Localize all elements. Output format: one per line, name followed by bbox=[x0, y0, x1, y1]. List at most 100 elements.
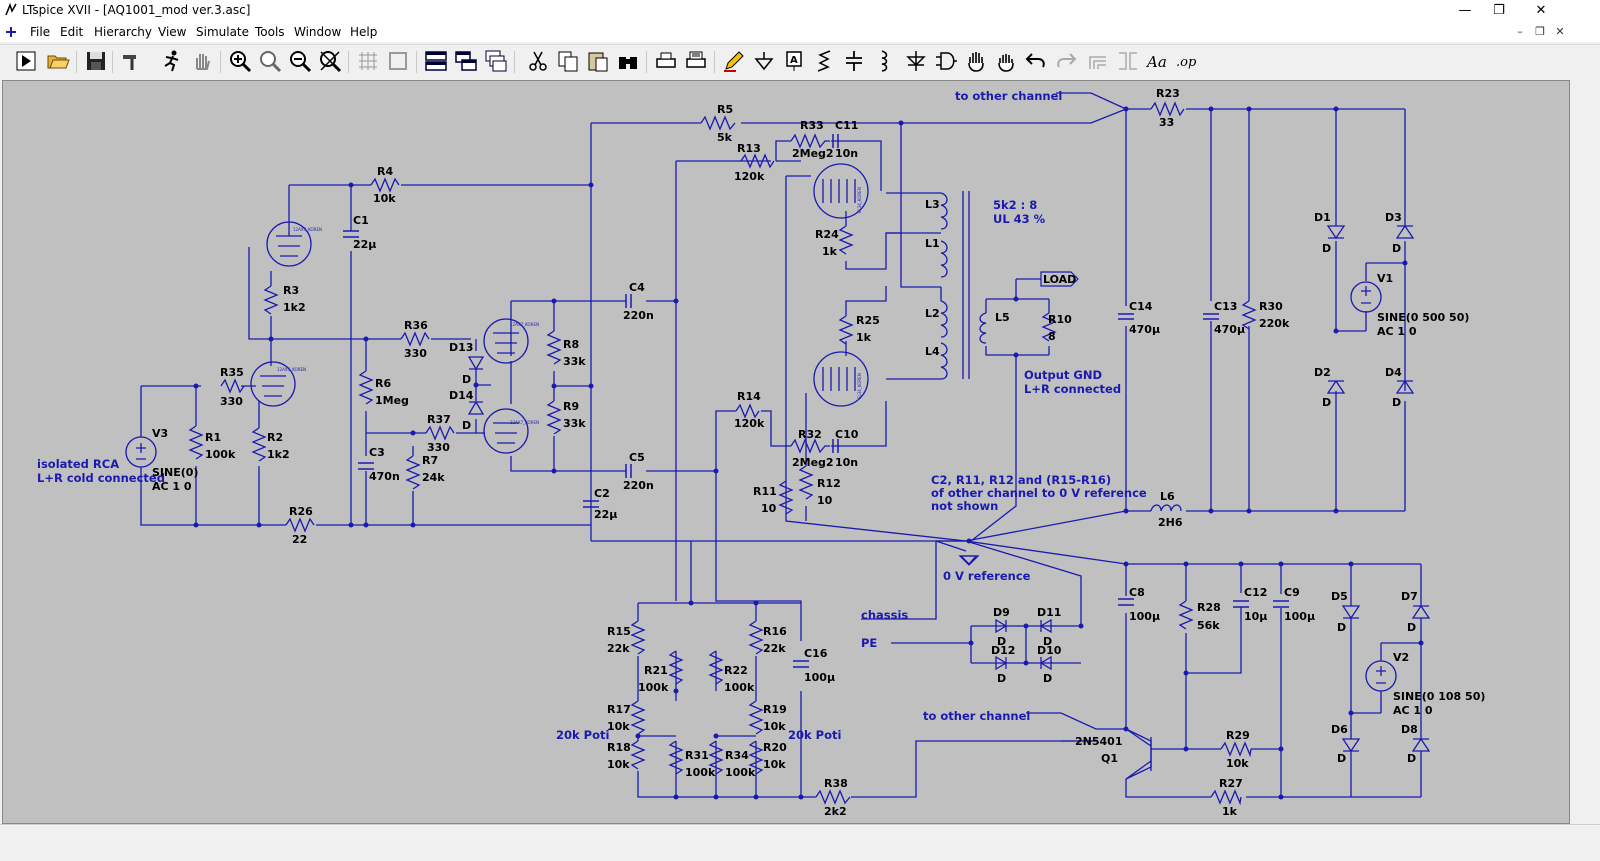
rotate-button[interactable] bbox=[1086, 49, 1110, 73]
svg-text:C13: C13 bbox=[1214, 300, 1237, 313]
mdi-minimize-button[interactable]: – bbox=[1517, 25, 1523, 38]
menu-edit[interactable]: Edit bbox=[60, 25, 84, 39]
svg-text:2k2: 2k2 bbox=[824, 805, 847, 818]
restore-button[interactable]: ❐ bbox=[1493, 3, 1505, 18]
schematic-canvas[interactable]: 12AX7_KOREN 12AX7_KOREN 12AX7_KOREN 12AX… bbox=[2, 80, 1570, 824]
title-bar: LTspice XVII - [AQ1001_mod ver.3.asc] — … bbox=[0, 0, 1600, 22]
menu-hierarchy[interactable]: Hierarchy bbox=[94, 25, 153, 39]
print-button[interactable] bbox=[654, 49, 678, 73]
ground-button[interactable] bbox=[752, 49, 776, 73]
resistor-button[interactable] bbox=[812, 49, 836, 73]
mdi-restore-button[interactable]: ❐ bbox=[1535, 25, 1545, 38]
svg-text:R32: R32 bbox=[798, 428, 822, 441]
svg-text:12AX7_KOREN: 12AX7_KOREN bbox=[293, 227, 322, 232]
svg-text:470µ: 470µ bbox=[1214, 323, 1245, 336]
svg-text:22k: 22k bbox=[607, 642, 630, 655]
svg-text:R12: R12 bbox=[817, 477, 841, 490]
menu-tools[interactable]: Tools bbox=[255, 25, 285, 39]
transistor-symbol bbox=[1125, 728, 1156, 780]
svg-text:1k2: 1k2 bbox=[267, 448, 290, 461]
run-button[interactable] bbox=[14, 49, 38, 73]
note-not-shown: not shown bbox=[931, 499, 998, 513]
svg-text:120k: 120k bbox=[734, 417, 765, 430]
inductor-button[interactable] bbox=[872, 49, 896, 73]
svg-text:C9: C9 bbox=[1284, 586, 1300, 599]
copy-button[interactable] bbox=[556, 49, 580, 73]
svg-text:10k: 10k bbox=[763, 720, 786, 733]
menu-simulate[interactable]: Simulate bbox=[196, 25, 250, 39]
ground-icon bbox=[754, 52, 774, 71]
paste-button[interactable] bbox=[586, 49, 610, 73]
redo-button[interactable] bbox=[1054, 49, 1078, 73]
svg-text:2Meg2: 2Meg2 bbox=[792, 456, 834, 469]
zoom-in-button[interactable] bbox=[228, 49, 252, 73]
svg-text:330: 330 bbox=[427, 441, 450, 454]
menu-view[interactable]: View bbox=[158, 25, 187, 39]
tile-vertical-button[interactable] bbox=[424, 49, 448, 73]
svg-text:D: D bbox=[1337, 752, 1346, 765]
svg-text:R31: R31 bbox=[685, 749, 709, 762]
spice-directive-button[interactable]: .op bbox=[1176, 49, 1200, 73]
open-button[interactable] bbox=[46, 49, 70, 73]
svg-text:D7: D7 bbox=[1401, 590, 1418, 603]
close-button[interactable]: ✕ bbox=[1535, 3, 1547, 18]
svg-text:AC 1 0: AC 1 0 bbox=[1377, 325, 1417, 338]
svg-text:R19: R19 bbox=[763, 703, 787, 716]
find-button[interactable] bbox=[616, 49, 640, 73]
svg-text:R34: R34 bbox=[725, 749, 749, 762]
svg-text:Aa: Aa bbox=[1146, 53, 1167, 71]
ltspice-app-icon bbox=[5, 3, 17, 16]
note-poti-left: 20k Poti bbox=[556, 728, 609, 742]
menu-window[interactable]: Window bbox=[294, 25, 342, 39]
tile-vertical-icon bbox=[425, 51, 447, 71]
svg-text:C1: C1 bbox=[353, 214, 369, 227]
move-button[interactable] bbox=[964, 49, 988, 73]
diode-symbols bbox=[467, 224, 1431, 753]
svg-text:D: D bbox=[462, 419, 471, 432]
mirror-button[interactable] bbox=[1116, 49, 1140, 73]
menu-help[interactable]: Help bbox=[350, 25, 378, 39]
menu-file[interactable]: File bbox=[30, 25, 51, 39]
svg-text:C10: C10 bbox=[835, 428, 859, 441]
grab-hand-icon bbox=[998, 54, 1014, 72]
svg-text:L5: L5 bbox=[995, 311, 1010, 324]
undo-button[interactable] bbox=[1024, 49, 1048, 73]
svg-text:12AX7_KOREN: 12AX7_KOREN bbox=[510, 420, 539, 425]
autoscale-button[interactable] bbox=[318, 49, 342, 73]
svg-text:R37: R37 bbox=[427, 413, 451, 426]
svg-text:AC 1 0: AC 1 0 bbox=[152, 480, 192, 493]
svg-text:D2: D2 bbox=[1314, 366, 1331, 379]
zoom-to-fit-button[interactable] bbox=[258, 49, 282, 73]
drag-button[interactable] bbox=[994, 49, 1018, 73]
svg-text:2H6: 2H6 bbox=[1158, 516, 1183, 529]
svg-text:10n: 10n bbox=[835, 456, 858, 469]
svg-text:R7: R7 bbox=[422, 454, 438, 467]
note-pe: PE bbox=[861, 636, 877, 650]
halt-button[interactable] bbox=[160, 49, 184, 73]
draw-wire-button[interactable] bbox=[722, 49, 746, 73]
component-button[interactable] bbox=[934, 49, 958, 73]
mdi-close-button[interactable]: ✕ bbox=[1555, 25, 1565, 38]
print-preview-button[interactable] bbox=[684, 49, 708, 73]
label-net-button[interactable]: A bbox=[782, 49, 806, 73]
text-button[interactable]: Aa bbox=[1145, 49, 1170, 73]
cascade-button[interactable] bbox=[484, 49, 508, 73]
svg-text:D1: D1 bbox=[1314, 211, 1331, 224]
grid-button[interactable] bbox=[356, 49, 380, 73]
shape-button[interactable] bbox=[386, 49, 410, 73]
save-button[interactable] bbox=[84, 49, 108, 73]
control-panel-button[interactable] bbox=[120, 49, 144, 73]
minimize-button[interactable]: — bbox=[1458, 3, 1472, 18]
cut-button[interactable] bbox=[526, 49, 550, 73]
zoom-out-button[interactable] bbox=[288, 49, 312, 73]
svg-text:D: D bbox=[1322, 242, 1331, 255]
pan-button[interactable] bbox=[190, 49, 214, 73]
svg-text:R8: R8 bbox=[563, 338, 579, 351]
svg-text:C3: C3 bbox=[369, 446, 385, 459]
toolbar: A Aa .op bbox=[0, 44, 1600, 79]
svg-text:10k: 10k bbox=[763, 758, 786, 771]
tile-horizontal-button[interactable] bbox=[454, 49, 478, 73]
diode-button[interactable] bbox=[904, 49, 928, 73]
note-output-gnd: Output GND bbox=[1024, 368, 1102, 382]
capacitor-button[interactable] bbox=[842, 49, 866, 73]
